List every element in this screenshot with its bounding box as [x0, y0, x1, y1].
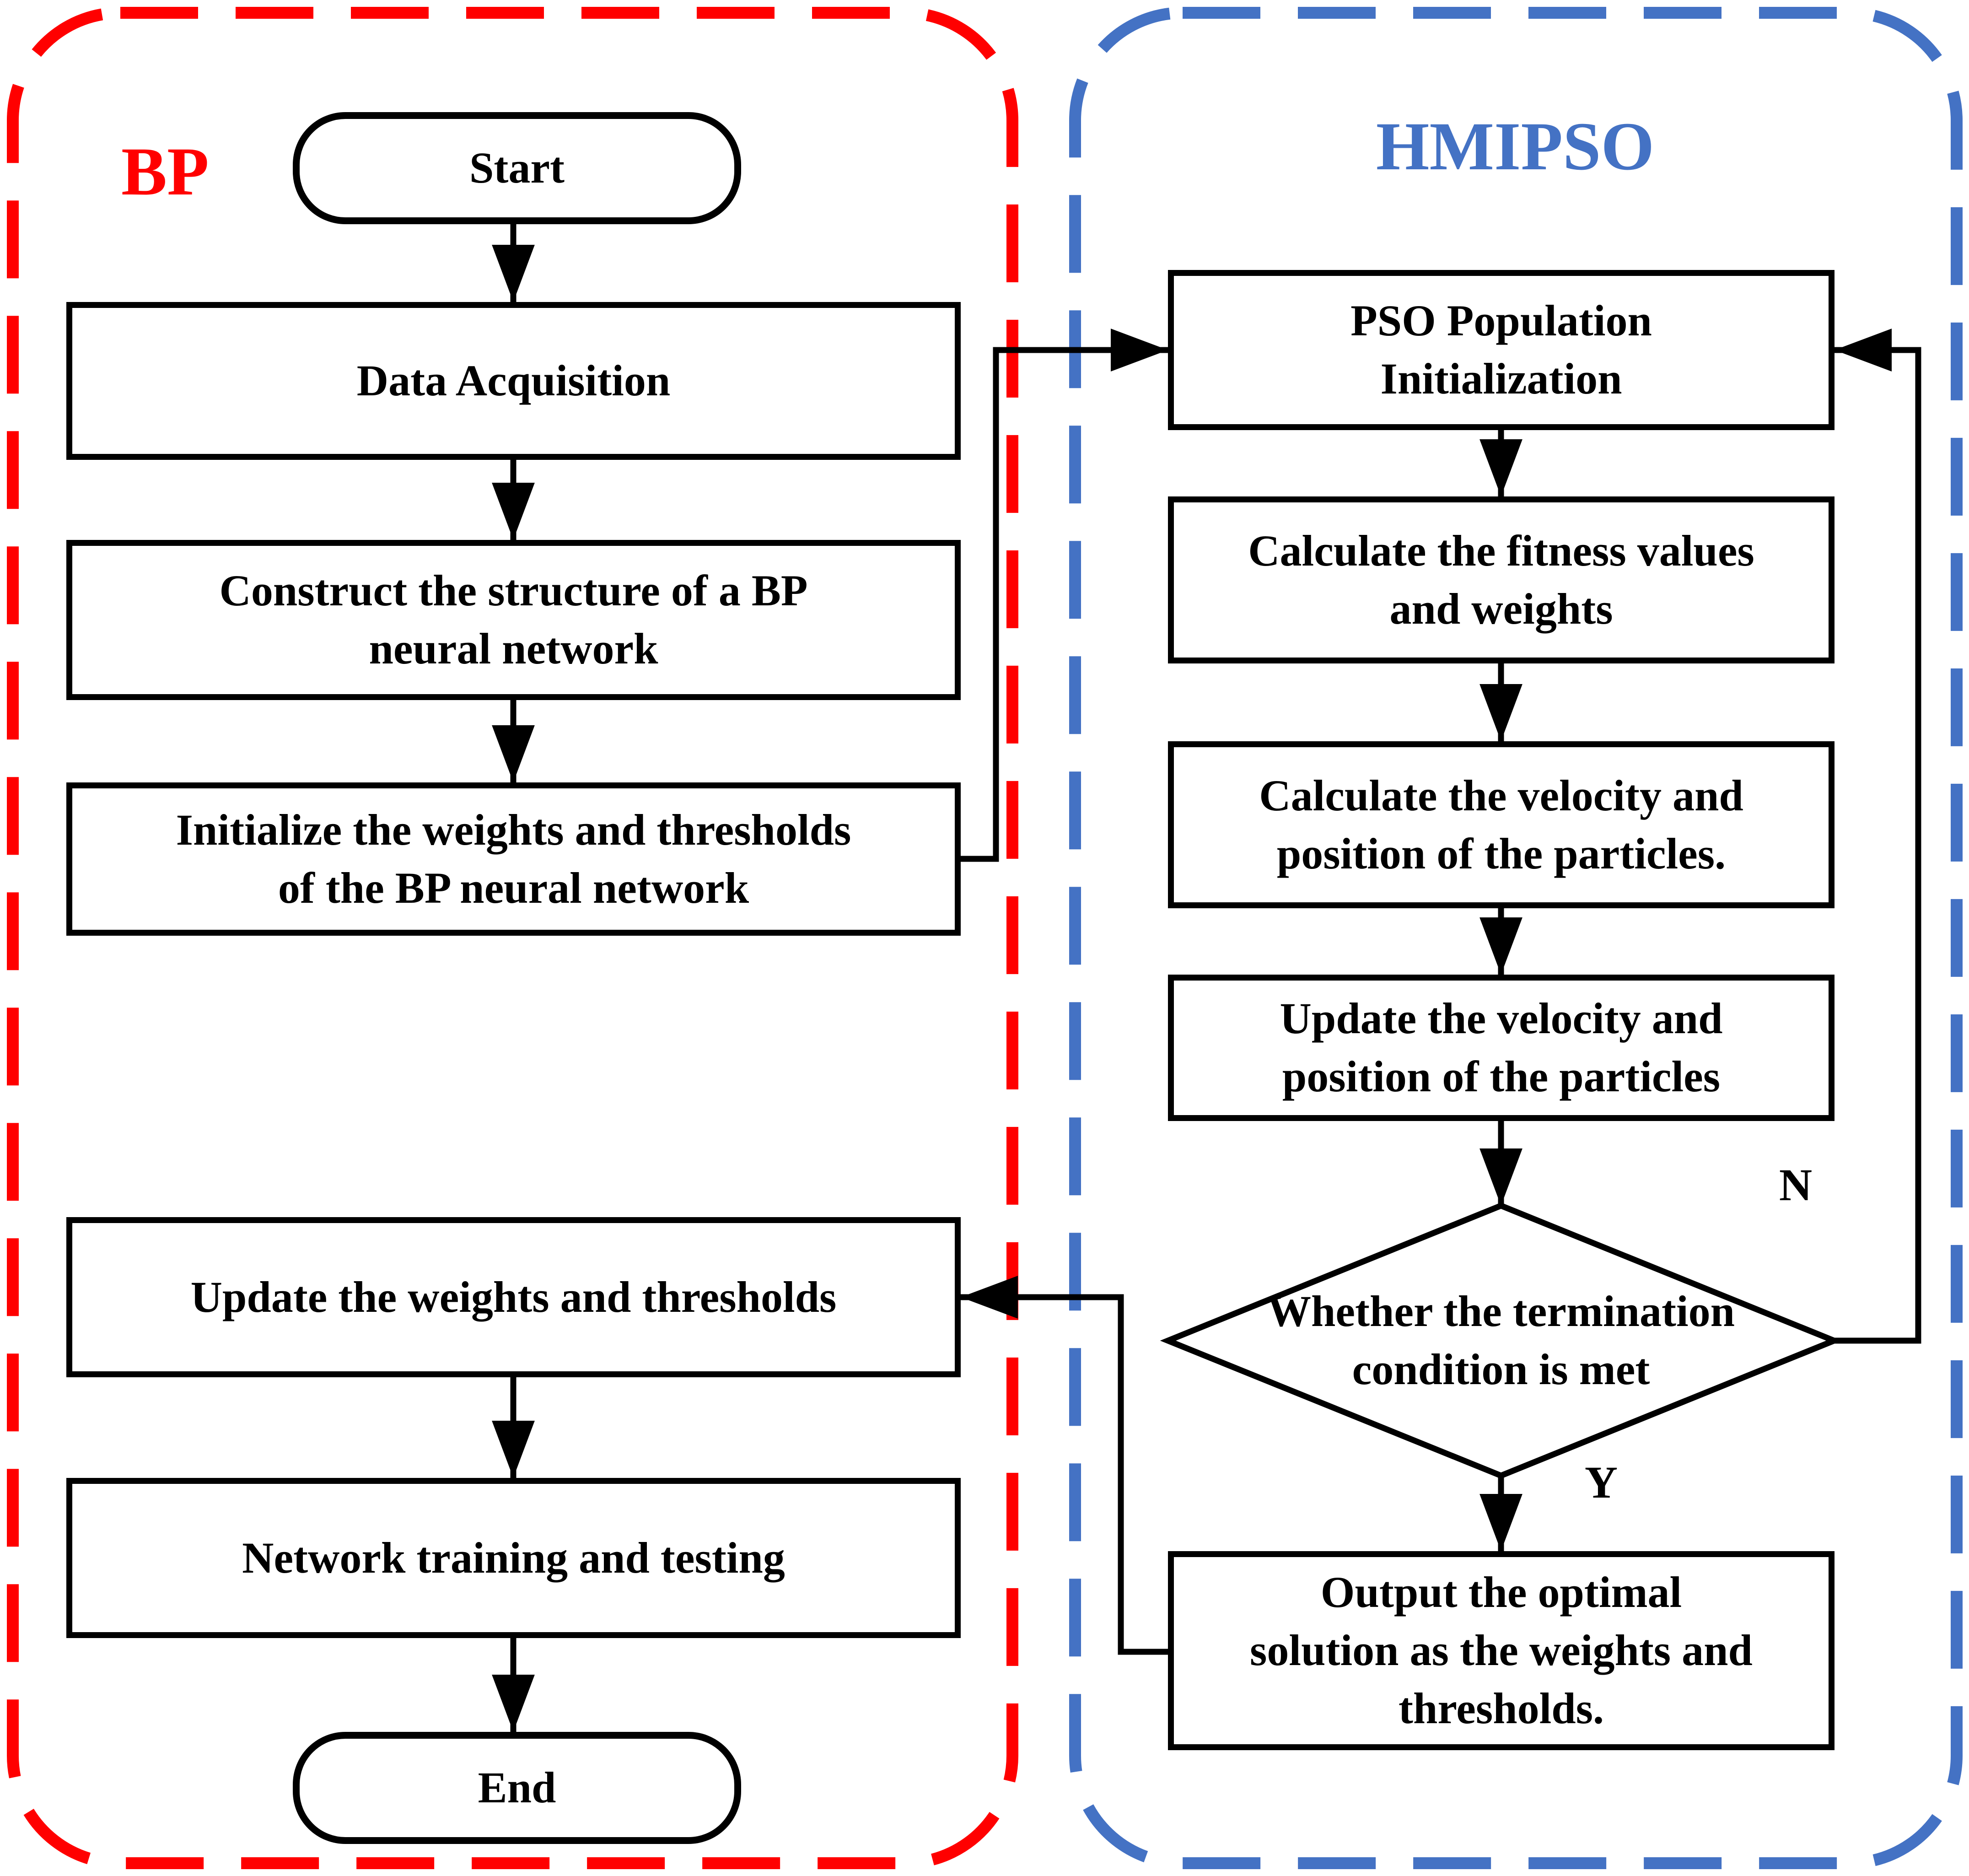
node-data-acquisition: Data Acquisition: [66, 302, 961, 460]
arrow-output-to-update-weights: [961, 1276, 1168, 1655]
arrow-initialize-to-pso-init: [961, 329, 1168, 862]
branch-label-yes: Y: [1584, 1457, 1618, 1508]
node-initialize-bp: Initialize the weights and thresholds of…: [66, 782, 961, 936]
hmipso-region-border: [1069, 7, 1963, 1869]
node-update-velocity: Update the velocity and position of the …: [1168, 975, 1835, 1121]
hmipso-region-label: HMIPSO: [1376, 108, 1655, 184]
node-pso-init: PSO Population Initialization: [1168, 270, 1835, 430]
bp-region-border: [7, 7, 1018, 1869]
bp-region-label: BP: [121, 134, 209, 210]
node-end: End: [293, 1732, 741, 1844]
node-termination-label: Whether the termination condition is met: [1267, 1287, 1735, 1394]
node-update-weights: Update the weights and thresholds: [66, 1217, 961, 1377]
node-network-training: Network training and testing: [66, 1478, 961, 1638]
node-output-solution: Output the optimal solution as the weigh…: [1168, 1551, 1835, 1750]
branch-label-no: N: [1779, 1159, 1813, 1210]
node-start: Start: [293, 112, 741, 224]
node-construct-bp: Construct the structure of a BP neural n…: [66, 540, 961, 700]
termination-decision-diamond: [1160, 1202, 1842, 1479]
node-calc-fitness: Calculate the fitness values and weights: [1168, 496, 1835, 663]
arrow-termination-no-to-pso-init: [1834, 329, 1921, 1344]
node-calc-velocity: Calculate the velocity and position of t…: [1168, 741, 1835, 908]
